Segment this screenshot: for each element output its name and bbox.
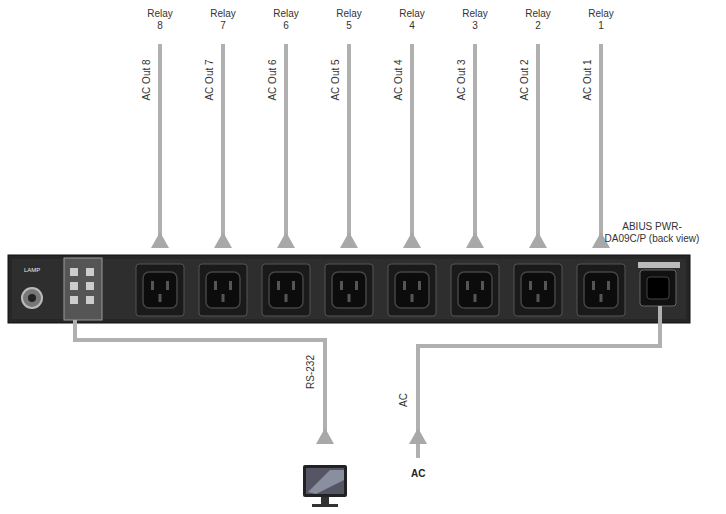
- relay-label: Relay 1: [584, 8, 618, 32]
- wire-label: RS-232: [305, 355, 317, 389]
- relay-label: Relay 3: [458, 8, 492, 32]
- relay-label: Relay 5: [332, 8, 366, 32]
- relay-label: Relay 2: [521, 8, 555, 32]
- wire-label: AC Out 2: [518, 59, 530, 100]
- power-distribution-unit: ABIUS PWR-DA09C/P (back view): [8, 255, 690, 323]
- source-label: AC: [411, 468, 425, 480]
- wire-label: AC Out 6: [266, 59, 278, 100]
- wire-label: AC Out 1: [581, 59, 593, 100]
- wire-label: AC Out 5: [329, 59, 341, 100]
- relay-label: Relay 4: [395, 8, 429, 32]
- relay-label: Relay 6: [269, 8, 303, 32]
- device-heading: ABIUS PWR-DA09C/P (back view): [604, 221, 700, 245]
- wire-label: AC Out 3: [455, 59, 467, 100]
- wire-label: AC Out 7: [203, 59, 215, 100]
- relay-label: Relay 7: [206, 8, 240, 32]
- connector-label: LAMP: [24, 267, 40, 274]
- wire-label: AC: [398, 393, 410, 407]
- wire-label: AC Out 8: [140, 59, 152, 100]
- wire-label: AC Out 4: [392, 59, 404, 100]
- relay-label: Relay 8: [143, 8, 177, 32]
